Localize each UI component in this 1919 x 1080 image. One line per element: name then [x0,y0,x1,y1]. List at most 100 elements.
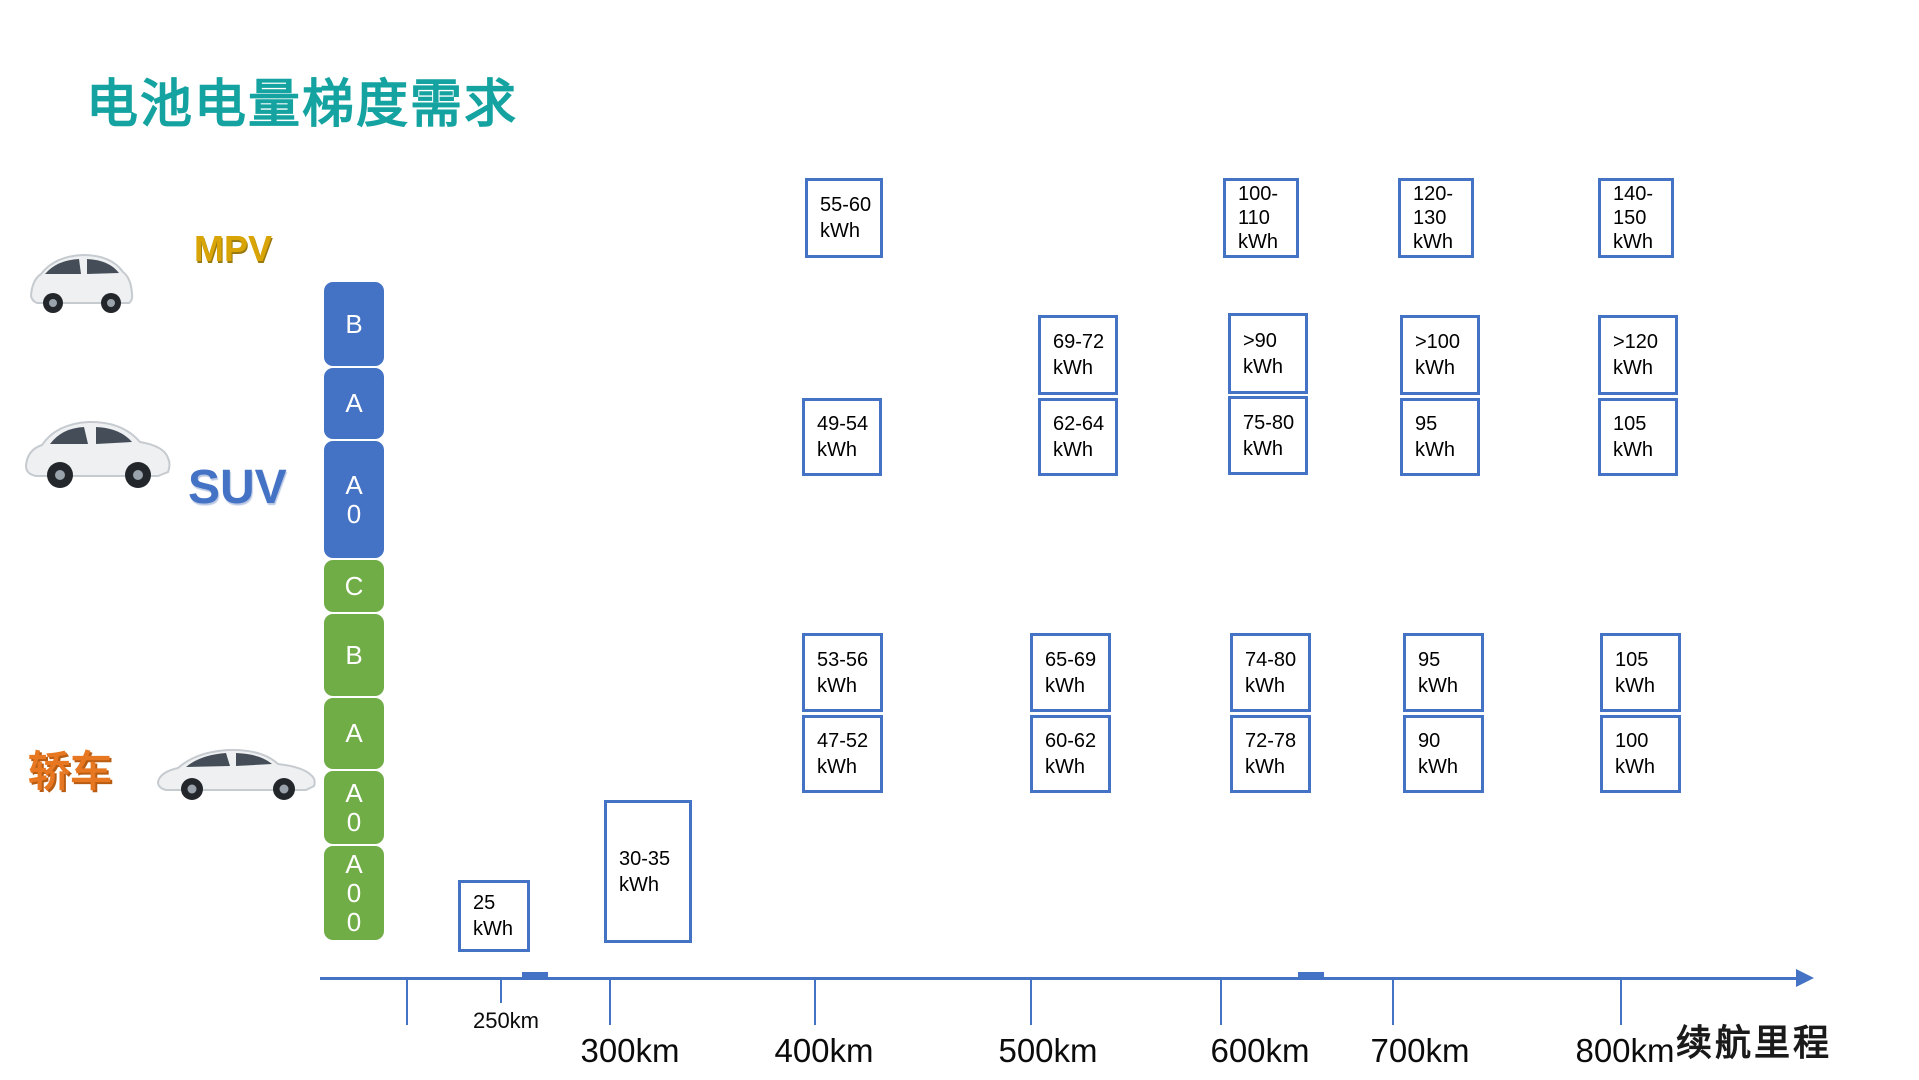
box-unit: kWh [1418,756,1458,778]
box-unit: kWh [1243,437,1283,460]
box-value: 90 [1418,730,1441,752]
segment-label: A [345,388,363,418]
box-value: 55-60 [820,194,872,216]
box-unit: kWh [820,220,860,242]
page-title: 电池电量梯度需求 [86,76,519,134]
box-unit: kWh [817,439,857,461]
box-sedan-400km-lower: 47-52 kWh [802,715,883,793]
x-axis-tick-300km [609,980,611,1025]
box-sedan-500km-lower: 60-62 kWh [1030,715,1111,793]
x-axis-dash [1298,972,1324,977]
segment-label: A [345,718,363,748]
box-value: 47-52 [817,730,869,752]
box-value: 49-54 [817,413,869,435]
box-sedan-800km-upper: 105 kWh [1600,633,1681,712]
box-value: >90 [1243,329,1277,352]
box-unit: kWh [1415,357,1455,379]
box-value: 105 [1613,413,1647,435]
box-unit: kWh [1053,357,1093,379]
box-sedan-500km-upper: 65-69 kWh [1030,633,1111,712]
box-unit: kWh [817,756,857,778]
x-axis-label-700km: 700km [1370,1032,1470,1069]
box-value: 69-72 [1053,331,1105,353]
segment-label: B [345,308,363,339]
x-axis-tick-700km [1392,980,1394,1025]
segment-label: 0 [346,906,362,937]
segment-label: B [345,639,363,670]
box-unit: kWh [1245,756,1285,778]
box-value: 150 [1613,207,1647,229]
box-mpv-600km: 100- 110 kWh [1223,178,1299,258]
mpv-label: MPV [194,228,273,269]
box-value: >120 [1613,331,1659,353]
box-mpv-700km: 120- 130 kWh [1398,178,1474,258]
box-unit: kWh [1418,674,1458,697]
box-suv-500km-upper: 69-72 kWh [1038,315,1118,395]
box-value: 65-69 [1045,648,1097,671]
box-suv-700km-upper: >100 kWh [1400,315,1480,395]
box-unit: kWh [1238,231,1278,253]
box-sedan-600km-lower: 72-78 kWh [1230,715,1311,793]
size-bar-segment-sedan-b: B [324,614,384,696]
x-axis-tick-400km [814,980,816,1025]
segment-label: 0 [346,498,362,529]
box-value: 75-80 [1243,411,1295,434]
size-bar-segment-sedan-a: A [324,698,384,769]
x-axis-tick-800km [1620,980,1622,1025]
segment-label: 0 [346,877,362,908]
segment-label: A [345,777,363,808]
box-unit: kWh [1613,439,1653,461]
box-value: 53-56 [817,648,869,671]
x-axis-label-300km: 300km [580,1032,680,1069]
box-unit: kWh [1053,439,1093,461]
box-suv-700km-lower: 95 kWh [1400,398,1480,476]
size-bar-segment-suv-a: A [324,368,384,439]
suv-car-image [24,420,171,488]
box-unit: kWh [1613,357,1653,379]
segment-label: A [345,469,363,500]
box-value: 74-80 [1245,648,1297,671]
size-bar-segment-suv-b: B [324,282,384,366]
box-value: 105 [1615,648,1649,671]
box-value: 130 [1413,207,1447,229]
box-value: 60-62 [1045,730,1097,752]
size-bar-segment-sedan-c: C [324,560,384,612]
box-unit: kWh [619,873,659,896]
x-axis-label-600km: 600km [1210,1032,1310,1069]
box-mpv-800km: 140- 150 kWh [1598,178,1674,258]
box-unit: kWh [1615,756,1655,778]
box-value: 110 [1238,207,1270,229]
box-suv-600km-lower: 75-80 kWh [1228,396,1308,475]
sedan-label: 轿车 [28,748,113,795]
box-sedan-600km-upper: 74-80 kWh [1230,633,1311,712]
box-suv-800km-upper: >120 kWh [1598,315,1678,395]
box-mpv-400km: 55-60 kWh [805,178,883,258]
x-axis-tick-600km [1220,980,1222,1025]
x-axis-dash [522,972,548,977]
size-bar-segment-suv-a0: A 0 [324,441,384,558]
box-value: 25 [473,892,496,914]
x-axis-title: 续航里程 [1676,1022,1833,1063]
x-axis-label-400km: 400km [774,1032,874,1069]
suv-label: SUV [188,461,287,514]
segment-label: C [344,570,364,601]
box-suv-800km-lower: 105 kWh [1598,398,1678,476]
box-unit: kWh [1415,439,1455,461]
box-sedan-800km-lower: 100 kWh [1600,715,1681,793]
box-unit: kWh [817,674,857,697]
box-value: 30-35 [619,847,671,870]
box-unit: kWh [1045,756,1085,778]
x-axis-tick-250km [500,980,502,1003]
box-sedan-700km-upper: 95 kWh [1403,633,1484,712]
box-suv-600km-upper: >90 kWh [1228,313,1308,394]
segment-label: 0 [346,806,362,837]
box-value: 100- [1238,183,1279,205]
x-axis-tick-500km [1030,980,1032,1025]
box-value: >100 [1415,331,1461,353]
x-axis-tick [406,980,408,1025]
box-unit: kWh [1045,674,1085,697]
box-value: 120- [1413,183,1454,205]
size-bar-segment-sedan-a0: A 0 [324,771,384,844]
box-value: 72-78 [1245,730,1297,752]
box-value: 140- [1613,183,1654,205]
